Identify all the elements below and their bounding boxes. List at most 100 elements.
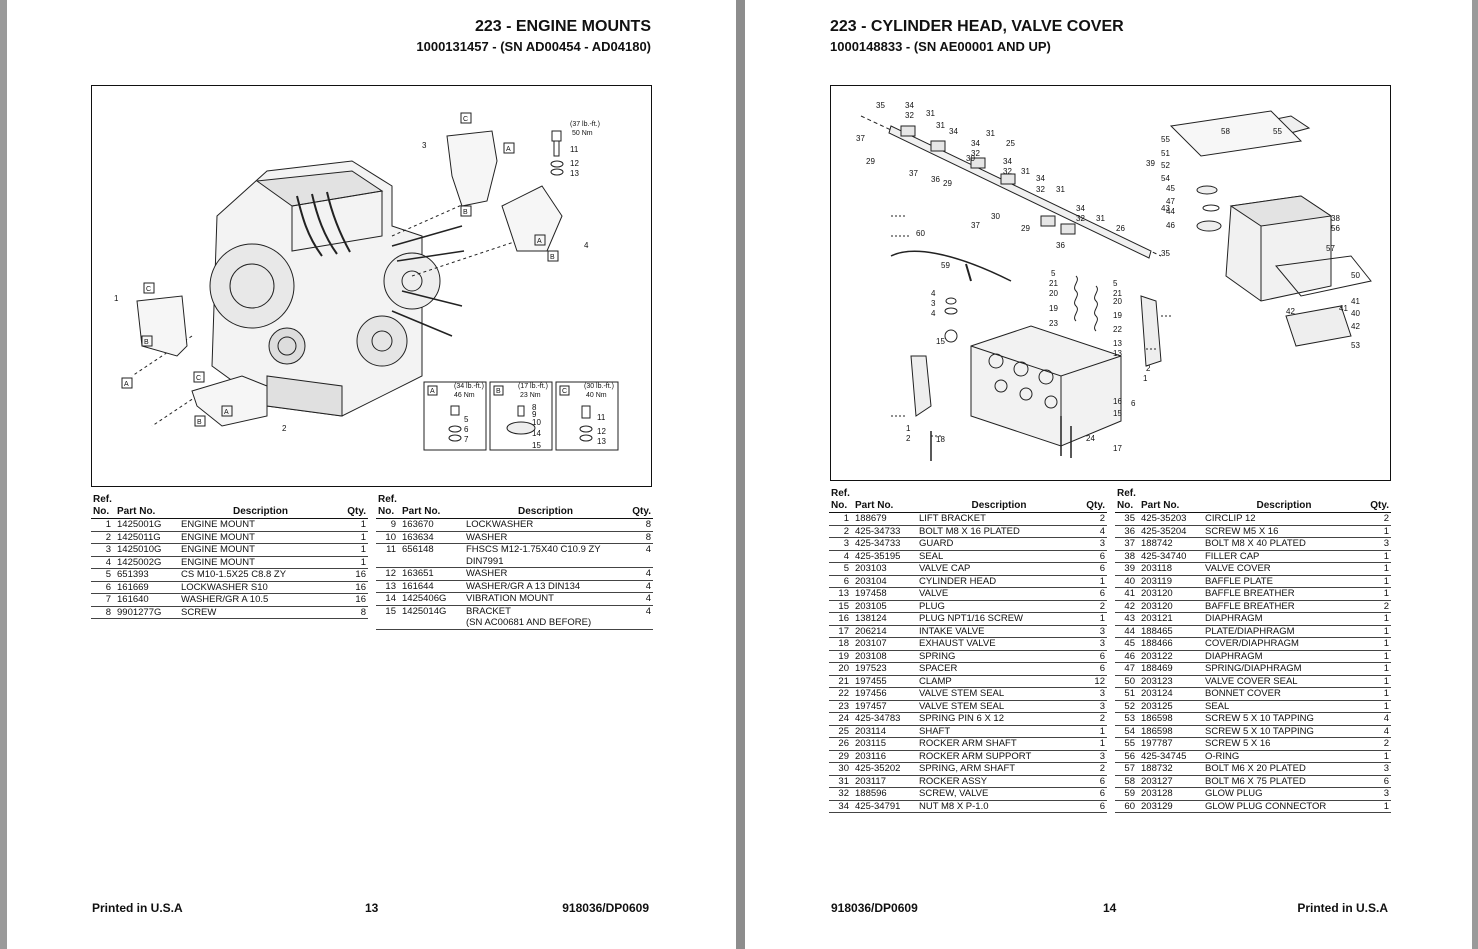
part-number-cell: 203120 — [1139, 587, 1203, 601]
description-cell: VIBRATION MOUNT — [464, 592, 627, 606]
svg-text:29: 29 — [1021, 224, 1030, 233]
description-cell: VALVE STEM SEAL — [917, 687, 1081, 701]
description-cell: LOCKWASHER — [464, 518, 627, 532]
description-cell: ROCKER ASSY — [917, 775, 1081, 788]
ref-cell: 57 — [1115, 762, 1139, 776]
description-cell: SCREW — [179, 606, 342, 619]
svg-text:31: 31 — [986, 129, 995, 138]
svg-text:C: C — [146, 286, 151, 293]
svg-text:A: A — [430, 388, 435, 395]
qty-cell: 6 — [1081, 775, 1107, 788]
description-cell: ENGINE MOUNT — [179, 531, 342, 544]
svg-text:1: 1 — [1143, 374, 1148, 383]
svg-text:34: 34 — [905, 101, 914, 110]
svg-text:54: 54 — [1161, 174, 1170, 183]
torque-c-lb: (30 lb.-ft.) — [584, 383, 614, 390]
part-number-cell: 188596 — [853, 787, 917, 801]
document-code: 918036/DP0609 — [831, 901, 918, 915]
description-cell: VALVE COVER SEAL — [1203, 675, 1365, 688]
description-cell: LIFT BRACKET — [917, 512, 1081, 526]
svg-text:29: 29 — [943, 179, 952, 188]
ref-cell: 45 — [1115, 637, 1139, 651]
svg-text:2: 2 — [282, 424, 287, 433]
ref-cell: 8 — [91, 606, 115, 619]
part-number-cell: 203104 — [853, 575, 917, 588]
ref-cell: 37 — [1115, 537, 1139, 551]
ref-cell: 52 — [1115, 700, 1139, 713]
ref-cell: 25 — [829, 725, 853, 738]
ref-cell: 50 — [1115, 675, 1139, 688]
part-number-cell: 161640 — [115, 593, 179, 607]
description-cell: SCREW 5 X 16 — [1203, 737, 1365, 751]
svg-text:10: 10 — [532, 418, 541, 427]
svg-text:16: 16 — [1113, 397, 1122, 406]
description-cell: SCREW 5 X 10 TAPPING — [1203, 712, 1365, 726]
part-number-cell: 425-34733 — [853, 537, 917, 551]
svg-text:24: 24 — [1086, 434, 1095, 443]
description-header: Description — [464, 494, 627, 519]
part-number-cell: 197456 — [853, 687, 917, 701]
description-note: DIN7991 — [466, 555, 504, 567]
ref-cell: 16 — [829, 612, 853, 626]
svg-text:20: 20 — [1113, 297, 1122, 306]
description-cell: BONNET COVER — [1203, 687, 1365, 701]
part-number-cell: 651393 — [115, 568, 179, 582]
qty-cell: 1 — [1365, 575, 1391, 588]
ref-cell: 36 — [1115, 525, 1139, 538]
ref-cell: 38 — [1115, 550, 1139, 563]
svg-text:8: 8 — [532, 403, 537, 412]
svg-text:18: 18 — [936, 435, 945, 444]
description-cell: GUARD — [917, 537, 1081, 551]
part-number-cell: 203129 — [1139, 800, 1203, 813]
svg-text:19: 19 — [1049, 304, 1058, 313]
svg-text:36: 36 — [1056, 241, 1065, 250]
description-cell: BOLT M8 X 40 PLATED — [1203, 537, 1365, 551]
svg-text:21: 21 — [1049, 279, 1058, 288]
no-label: No. — [1117, 500, 1134, 511]
footer-printed: Printed in U.S.A — [1297, 901, 1388, 915]
description-cell: SPRING PIN 6 X 12 — [917, 712, 1081, 726]
ref-cell: 3 — [91, 543, 115, 557]
svg-text:32: 32 — [1036, 185, 1045, 194]
description-cell: VALVE CAP — [917, 562, 1081, 576]
svg-text:42: 42 — [1286, 307, 1295, 316]
svg-text:55: 55 — [1161, 135, 1170, 144]
torque-a-nm: 46 Nm — [454, 392, 475, 399]
description-header: Description — [1203, 488, 1365, 513]
svg-text:42: 42 — [1351, 322, 1360, 331]
part-number-cell: 203123 — [1139, 675, 1203, 688]
ref-cell: 15 — [376, 605, 400, 630]
svg-text:12: 12 — [597, 427, 606, 436]
svg-text:31: 31 — [926, 109, 935, 118]
description-cell: COVER/DIAPHRAGM — [1203, 637, 1365, 651]
svg-text:35: 35 — [1161, 249, 1170, 258]
svg-text:B: B — [463, 209, 468, 216]
page-title: 223 - CYLINDER HEAD, VALVE COVER — [830, 18, 1124, 35]
svg-text:20: 20 — [1049, 289, 1058, 298]
ref-cell: 13 — [829, 587, 853, 601]
part-number-cell: 197455 — [853, 675, 917, 688]
qty-cell: 8 — [627, 531, 653, 544]
qty-cell: 6 — [1081, 562, 1107, 576]
svg-text:B: B — [496, 388, 501, 395]
svg-text:31: 31 — [936, 121, 945, 130]
part-number-cell: 1425010G — [115, 543, 179, 557]
